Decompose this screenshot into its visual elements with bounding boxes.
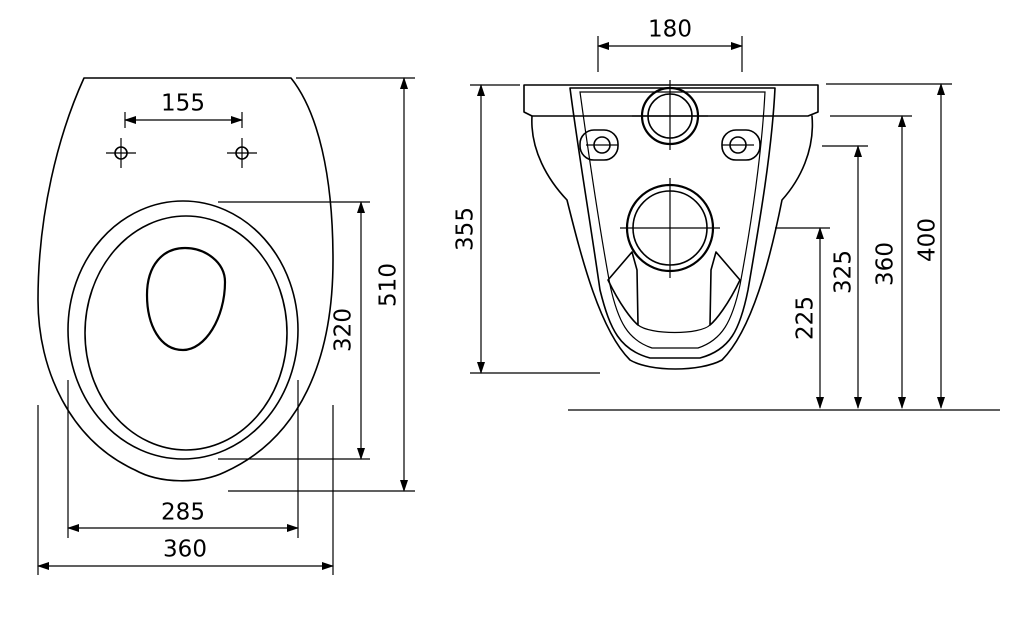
dimension-rim-height: 400 bbox=[826, 83, 952, 409]
dimension-label-285: 285 bbox=[161, 500, 205, 526]
fixing-slot-right bbox=[721, 129, 761, 161]
body-inner-2 bbox=[579, 91, 766, 349]
dimension-seat-length: 320 bbox=[218, 201, 370, 460]
dimension-label-320: 320 bbox=[331, 308, 357, 352]
drain-outlet bbox=[620, 178, 720, 278]
body-inner bbox=[569, 87, 776, 359]
dimension-label-325: 325 bbox=[831, 250, 857, 294]
fixing-hole-right bbox=[227, 138, 257, 168]
dimension-outlet-spacing: 180 bbox=[597, 17, 743, 72]
rim-outer bbox=[67, 200, 299, 460]
dimension-overall-length: 510 bbox=[228, 77, 415, 492]
dimension-hole-spacing: 155 bbox=[124, 91, 243, 128]
dimension-label-360-height: 360 bbox=[873, 242, 899, 286]
water-inlet bbox=[632, 80, 708, 150]
dimension-label-360-width: 360 bbox=[163, 537, 207, 563]
dimension-fixing-height: 360 bbox=[830, 115, 912, 409]
trap-center bbox=[637, 324, 711, 334]
body-outer bbox=[531, 115, 814, 370]
dimension-overall-width: 360 bbox=[37, 405, 334, 575]
trap-left bbox=[607, 251, 639, 326]
rim-inner bbox=[84, 215, 288, 451]
dimension-drain-height: 225 bbox=[775, 227, 830, 409]
trap-right bbox=[709, 251, 741, 326]
fixing-hole-left bbox=[106, 138, 136, 168]
water-well bbox=[145, 246, 227, 352]
fixing-slot-left bbox=[579, 129, 619, 161]
top-view: 155 320 510 285 360 bbox=[37, 77, 415, 575]
dimension-label-510: 510 bbox=[376, 263, 402, 307]
dimension-body-height: 355 bbox=[453, 84, 600, 374]
front-view: 180 355 225 325 360 bbox=[453, 17, 1000, 411]
dimension-inlet-height: 325 bbox=[822, 145, 868, 409]
dimension-label-155: 155 bbox=[161, 91, 205, 117]
dimension-label-355: 355 bbox=[453, 207, 479, 251]
dimension-inner-width: 285 bbox=[67, 380, 299, 538]
dimension-label-400: 400 bbox=[915, 218, 941, 262]
bowl-outer-outline bbox=[37, 77, 334, 482]
dimension-label-180: 180 bbox=[648, 17, 692, 43]
dimension-label-225: 225 bbox=[793, 296, 819, 340]
